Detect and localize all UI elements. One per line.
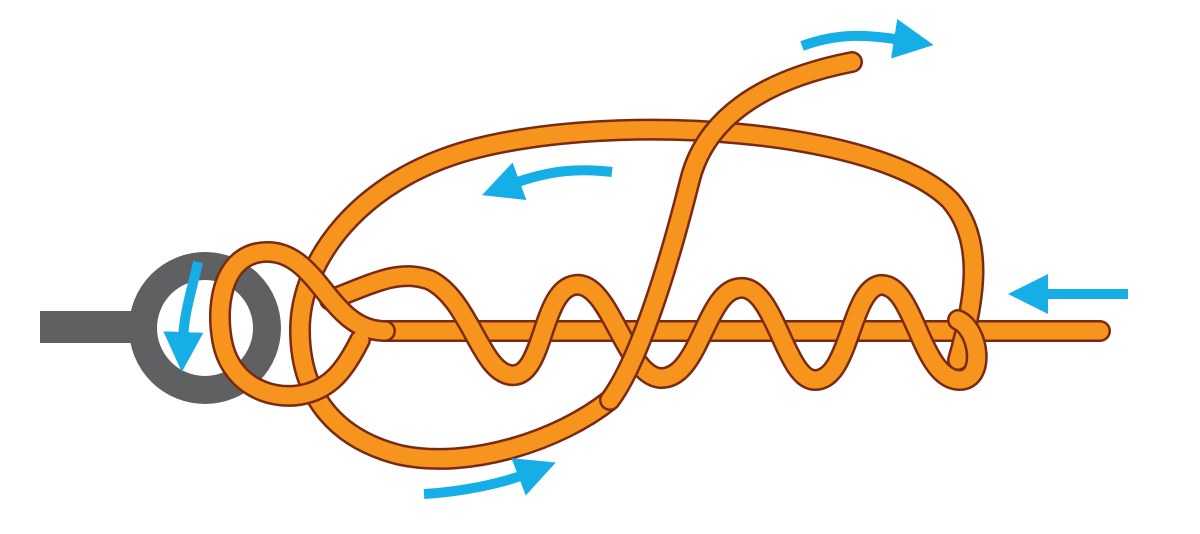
- arrow-upper-left: [481, 162, 613, 201]
- eye-circle: [129, 252, 281, 404]
- arrow-top-right: [800, 19, 934, 59]
- wraps: [321, 267, 986, 389]
- arrow-bottom: [423, 458, 556, 499]
- eye-loop: [211, 243, 394, 405]
- tag-end: [601, 53, 861, 409]
- eye-ring: [40, 252, 281, 404]
- direction-arrows: [163, 19, 1128, 499]
- arrow-through-eye: [163, 260, 204, 372]
- big-loop: [291, 121, 982, 468]
- rope: [209, 51, 1111, 470]
